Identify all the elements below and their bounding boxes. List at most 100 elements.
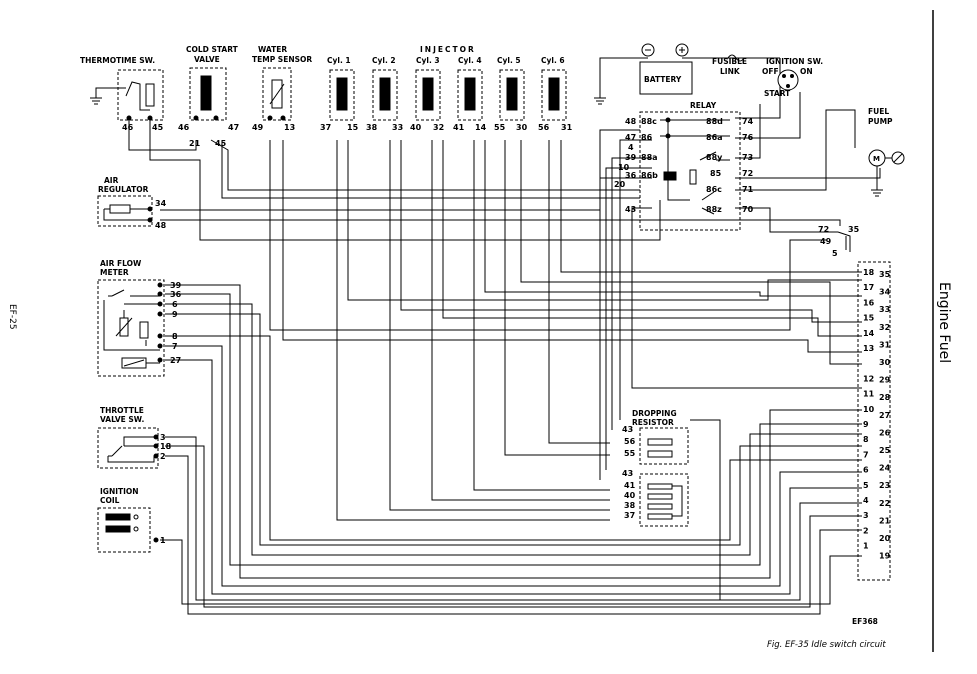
cold-start-label-2: VALVE [194, 55, 220, 64]
relay-box [639, 111, 741, 231]
dropping-pin-43b: 43 [622, 469, 633, 478]
connector-left-pin: 16 [863, 298, 875, 307]
connector-left-pin: 18 [863, 268, 875, 277]
ignition-coil-label-1: IGNITION [100, 487, 139, 496]
thermotime-pin-a-label: 46 [122, 123, 134, 132]
cold-start-pin-a-label: 46 [178, 123, 190, 132]
cold-start-box [189, 67, 227, 121]
injector-title: INJECTOR [420, 45, 476, 54]
water-temp-sensor: WATER TEMP SENSOR 49 13 [252, 45, 312, 132]
fuel-pump-label-2: PUMP [868, 117, 893, 126]
connector-right-pin: 25 [879, 446, 891, 455]
relay-pin-85: 85 [710, 169, 722, 178]
connector-right-pin: 24 [879, 464, 891, 473]
svg-text:M: M [873, 155, 880, 163]
inj3-pin-b: 32 [433, 123, 444, 132]
relay-pin-39: 39 [625, 153, 637, 162]
connector-left-pin: 7 [863, 450, 869, 459]
cu-pin-72: 72 [818, 225, 829, 234]
inj4-pin-b: 14 [475, 123, 487, 132]
air-flow-pin-9: 9 [172, 310, 178, 319]
relay-pin-47: 47 [625, 133, 636, 142]
dropping-pin-43a: 43 [622, 425, 633, 434]
relay-pin-86b: 86b [641, 171, 658, 180]
connector-right-pin: 28 [879, 393, 891, 402]
dropping-pin-37: 37 [624, 511, 635, 520]
connector-right-pin: 21 [879, 516, 891, 525]
connector-left-pin: 8 [863, 435, 869, 444]
ignition-on-label: ON [800, 67, 813, 76]
relay-pin-73: 73 [742, 153, 753, 162]
cyl6-label: Cyl. 6 [541, 56, 565, 65]
cold-start-coil [200, 75, 212, 111]
relay: RELAY 48 47 4 39 10 36 20 43 88c 86 88a … [614, 101, 754, 231]
ignition-coil-label-2: COIL [100, 496, 120, 505]
air-flow-resistor [139, 321, 149, 339]
air-flow-pin-36: 36 [170, 290, 182, 299]
connector-left-pin: 17 [863, 283, 874, 292]
connector-right-pin: 20 [879, 534, 891, 543]
fusible-label-2: LINK [720, 67, 741, 76]
throttle-valve-switch: THROTTLE VALVE SW. 3 18 2 [97, 406, 172, 469]
throttle-pin-18: 18 [160, 442, 172, 451]
fusible-link [727, 54, 745, 62]
cold-start-valve: COLD START VALVE 46 47 21 45 [178, 45, 239, 148]
dropping-pin-38: 38 [624, 501, 636, 510]
relay-pin-88y: 88y [706, 153, 723, 162]
cu-pin-5: 5 [832, 249, 838, 258]
water-temp-label-2: TEMP SENSOR [252, 55, 312, 64]
relay-pin-10: 10 [618, 163, 630, 172]
dropping-pin-55: 55 [624, 449, 636, 458]
dropping-upper-box [639, 427, 689, 465]
injector-cyl5 [499, 69, 525, 121]
connector-left-pin: 3 [863, 511, 869, 520]
cyl1-label: Cyl. 1 [327, 56, 351, 65]
relay-label: RELAY [690, 101, 717, 110]
cu-pin-49: 49 [820, 237, 832, 246]
air-flow-pin-6: 6 [172, 300, 178, 309]
battery-label: BATTERY [644, 75, 682, 84]
air-flow-meter: AIR FLOW METER 39 36 6 9 8 7 27 [97, 259, 182, 377]
connector-left-pin: 12 [863, 374, 874, 383]
connector-right-pin: 19 [879, 552, 891, 561]
cold-start-pin-d-label: 45 [215, 139, 227, 148]
thermotime-box [117, 69, 164, 121]
connector-right-pin: 29 [879, 376, 891, 385]
inj3-pin-a: 40 [410, 123, 422, 132]
throttle-label-1: THROTTLE [100, 406, 144, 415]
fuel-pump-label-1: FUEL [868, 107, 889, 116]
fusible-label-1: FUSIBLE [712, 57, 747, 66]
inj5-pin-a: 55 [494, 123, 506, 132]
page-id: EF-25 [7, 304, 17, 330]
cyl3-label: Cyl. 3 [416, 56, 440, 65]
cold-start-pin-c-label: 21 [189, 139, 201, 148]
connector-right-pin: 22 [879, 499, 890, 508]
connector-body [857, 261, 891, 581]
connector-right-pin: 31 [879, 340, 891, 349]
cold-start-label-1: COLD START [186, 45, 239, 54]
injector-cyl2 [372, 69, 398, 121]
air-regulator-heater [109, 204, 131, 214]
inj2-pin-b: 33 [392, 123, 403, 132]
dropping-label-2: RESISTOR [632, 418, 674, 427]
air-flow-box [97, 279, 165, 377]
relay-pin-70: 70 [742, 205, 754, 214]
dropping-label-1: DROPPING [632, 409, 677, 418]
inj4-pin-a: 41 [453, 123, 465, 132]
connector-left-pin: 6 [863, 466, 869, 475]
section-title: Engine Fuel [936, 282, 952, 363]
air-flow-pin-39: 39 [170, 281, 182, 290]
relay-pin-71: 71 [742, 185, 754, 194]
figure-code: EF368 [852, 617, 878, 626]
air-regulator: AIR REGULATOR 34 48 [97, 176, 167, 230]
air-flow-pin-27: 27 [170, 356, 181, 365]
throttle-box [97, 427, 159, 469]
dropping-resistor: DROPPING RESISTOR 43 56 55 43 41 40 38 3… [622, 409, 689, 527]
connector-left-pin: 11 [863, 390, 875, 399]
inj1-pin-b: 15 [347, 123, 359, 132]
connector-right-pin: 35 [879, 270, 891, 279]
relay-pin-4: 4 [628, 143, 634, 152]
